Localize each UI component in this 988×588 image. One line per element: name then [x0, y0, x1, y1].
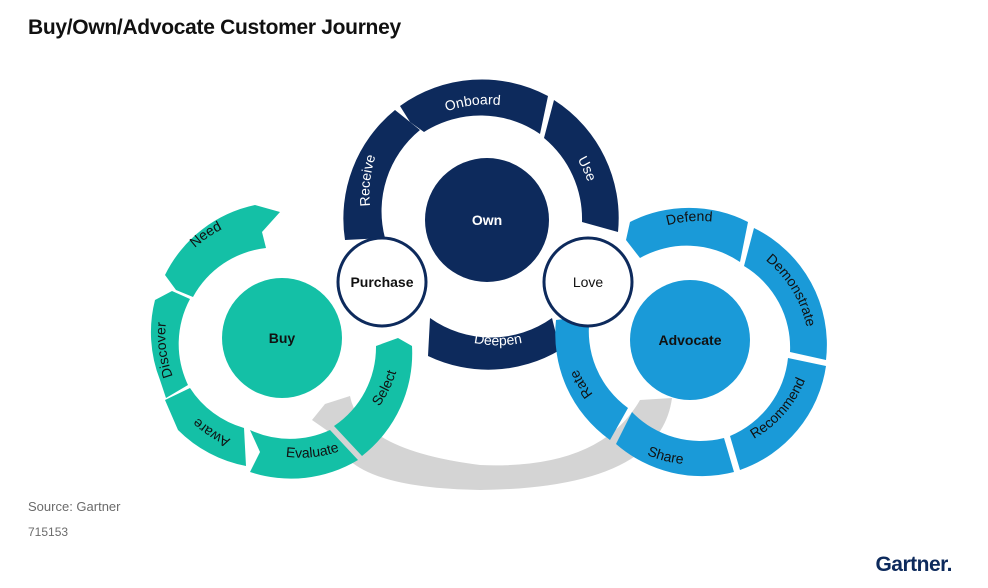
- advocate-stage-defend-segment: [626, 207, 748, 262]
- own-stage-deepen-segment: [428, 318, 560, 370]
- own-stage-deepen-label: Deepen: [473, 330, 523, 348]
- advocate-hub: [630, 280, 750, 400]
- love-link-circle: [542, 236, 634, 328]
- buy-stage-evaluate-segment: [250, 430, 358, 479]
- own-stage-use-segment: [544, 100, 619, 232]
- buy-stage-need-segment: [165, 205, 280, 297]
- advocate-hub-label: Advocate: [658, 332, 721, 348]
- buy-hub-label: Buy: [269, 330, 296, 346]
- buy-stage-discover-segment: [150, 291, 190, 398]
- advocate-stage-share-segment: [616, 412, 734, 477]
- advocate-stage-defend-label: Defend: [664, 208, 713, 228]
- document-id: 715153: [28, 525, 69, 539]
- own-cycle: [343, 79, 619, 370]
- own-stage-onboard-segment: [400, 79, 548, 134]
- advocate-cycle: [555, 207, 827, 477]
- return-arrow: [312, 396, 672, 490]
- own-hub: [425, 158, 549, 282]
- source-note: Source: Gartner: [28, 499, 121, 514]
- advocate-stage-demonstrate-segment: [744, 228, 827, 360]
- gartner-logo: Gartner.: [875, 553, 952, 576]
- gartner-logo-text: Gartner: [875, 553, 947, 576]
- buy-hub: [222, 278, 342, 398]
- purchase-link-label: Purchase: [350, 274, 413, 290]
- buy-cycle: [150, 205, 413, 479]
- buy-stage-aware-segment: [165, 388, 246, 466]
- advocate-stage-rate-segment: [555, 316, 628, 440]
- love-link-label: Love: [573, 274, 604, 290]
- advocate-stage-recommend-segment: [730, 358, 826, 470]
- page-title: Buy/Own/Advocate Customer Journey: [28, 16, 401, 39]
- own-hub-label: Own: [472, 212, 502, 228]
- own-stage-receive-segment: [343, 110, 420, 240]
- buy-stage-select-segment: [334, 338, 413, 456]
- purchase-link-circle: [336, 236, 428, 328]
